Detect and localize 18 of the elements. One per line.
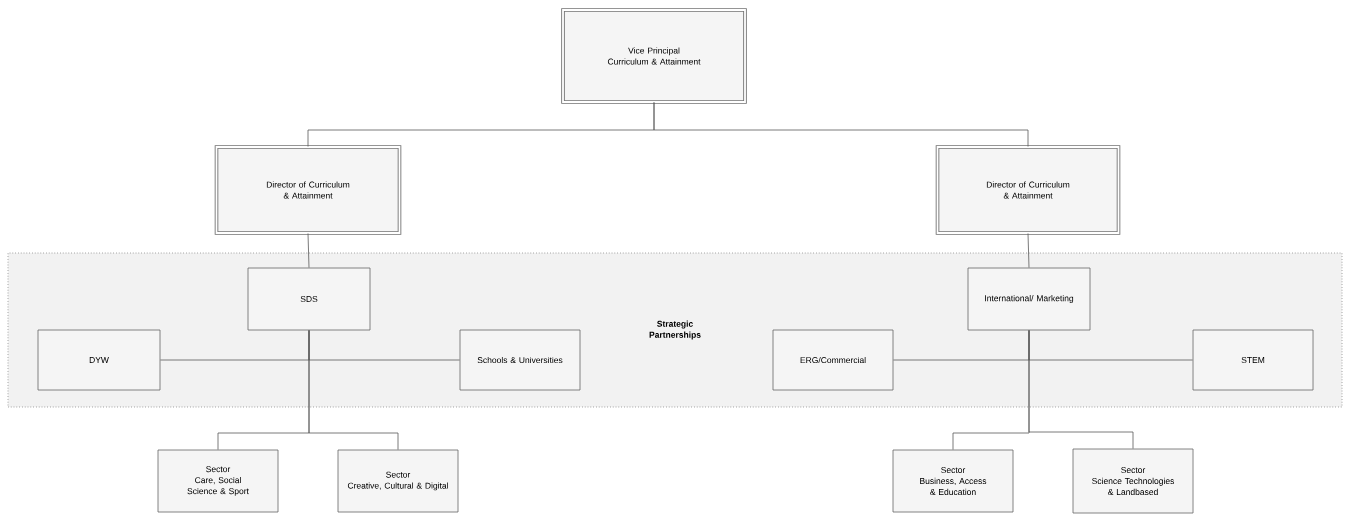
- org-box: DYW: [37, 329, 161, 391]
- org-box: Sector Care, Social Science & Sport: [157, 449, 279, 513]
- connector-line: [1027, 233, 1030, 268]
- org-box: ERG/Commercial: [772, 329, 894, 391]
- connector-line: [1028, 330, 1134, 449]
- org-box: SDS: [247, 267, 371, 331]
- org-box: Sector Business, Access & Education: [892, 449, 1014, 513]
- connector-line: [653, 102, 1029, 147]
- title-box: Director of Curriculum & Attainment: [935, 145, 1121, 235]
- org-box: Sector Science Technologies & Landbased: [1072, 448, 1194, 514]
- title-box: Director of Curriculum & Attainment: [214, 145, 402, 235]
- connector-line: [308, 330, 399, 450]
- connector-line: [307, 233, 310, 268]
- org-box: Schools & Universities: [459, 329, 581, 391]
- org-box: STEM: [1192, 329, 1314, 391]
- title-box: Vice Principal Curriculum & Attainment: [561, 8, 747, 104]
- org-box: International/ Marketing: [967, 267, 1091, 331]
- org-box: Sector Creative, Cultural & Digital: [337, 449, 459, 513]
